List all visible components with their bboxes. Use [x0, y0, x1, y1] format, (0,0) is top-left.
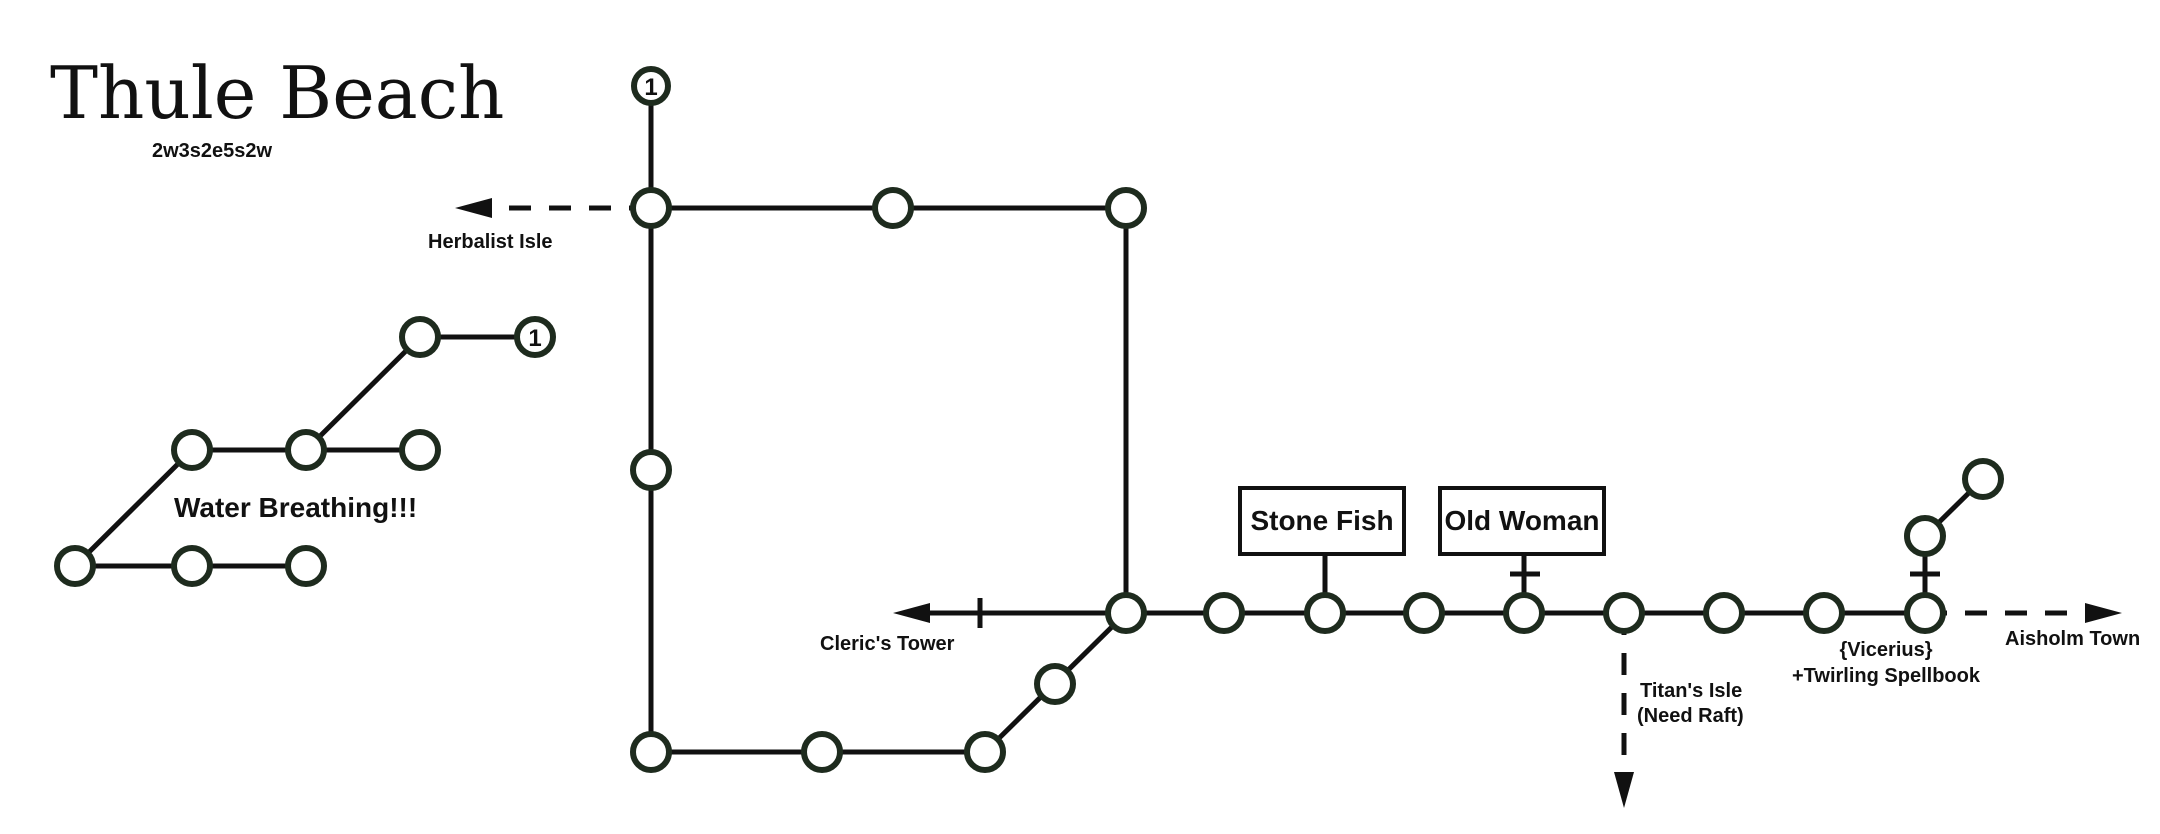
exit-label-cleric: Cleric's Tower: [820, 633, 955, 655]
exit-label-herbalist: Herbalist Isle: [428, 231, 553, 253]
exit-label-titan: Titan's Isle: [1640, 680, 1742, 702]
edge: [304, 335, 422, 452]
arrow-left-icon: [455, 198, 492, 218]
room-node: [285, 545, 327, 587]
link-node-number: 1: [644, 74, 657, 101]
npc-stone-fish: Stone Fish: [1238, 486, 1406, 556]
npc-box: [1438, 486, 1606, 556]
arrow-down-icon: [1614, 772, 1634, 808]
link-node-1: [631, 66, 671, 106]
room-node: [399, 429, 441, 471]
link-node-1: [514, 316, 556, 358]
room-node: [1105, 187, 1147, 229]
npc-label: Old Woman: [1444, 505, 1599, 536]
room-node: [630, 731, 672, 773]
room-node: [1803, 592, 1845, 634]
room-node: [1703, 592, 1745, 634]
edge: [73, 448, 194, 568]
water-breathing-submap: 1 Water Breathing!!!: [54, 316, 556, 587]
main-map-nodes: 1: [630, 66, 2004, 773]
water-breathing-note: Water Breathing!!!: [174, 492, 417, 523]
npc-note-vicerius: {Vicerius}: [1839, 639, 1932, 661]
npc-label: Stone Fish: [1250, 505, 1393, 536]
room-node: [171, 429, 213, 471]
npc-box: [1238, 486, 1406, 556]
room-node: [399, 316, 441, 358]
link-node-number: 1: [528, 325, 541, 352]
room-node: [1034, 663, 1076, 705]
map-labels: Herbalist Isle Cleric's Tower Titan's Is…: [428, 231, 2140, 727]
room-node: [1403, 592, 1445, 634]
barrier-ticks: [977, 571, 1940, 628]
hub-node: [1105, 592, 1147, 634]
route-code: 2w3s2e5s2w: [152, 140, 273, 162]
room-node: [54, 545, 96, 587]
map-title: Thule Beach: [50, 51, 504, 135]
room-node: [1962, 458, 2004, 500]
exit-label-titan-note: (Need Raft): [1637, 705, 1744, 727]
room-node: [630, 187, 672, 229]
room-node: [872, 187, 914, 229]
room-node-titan: [1603, 592, 1645, 634]
room-node: [964, 731, 1006, 773]
room-node: [1904, 515, 1946, 557]
exit-label-aisholm: Aisholm Town: [2005, 628, 2140, 650]
room-node-stone-fish: [1304, 592, 1346, 634]
item-note-spellbook: +Twirling Spellbook: [1792, 665, 1981, 687]
room-node: [801, 731, 843, 773]
room-node-old-woman: [1503, 592, 1545, 634]
room-node: [171, 545, 213, 587]
room-node: [1203, 592, 1245, 634]
dashed-exits: [455, 198, 2122, 808]
room-node: [285, 429, 327, 471]
arrow-left-icon: [893, 603, 930, 623]
arrow-right-icon: [2085, 603, 2122, 623]
npc-old-woman: Old Woman: [1438, 486, 1606, 556]
room-node-vicerius: [1904, 592, 1946, 634]
room-node: [630, 449, 672, 491]
